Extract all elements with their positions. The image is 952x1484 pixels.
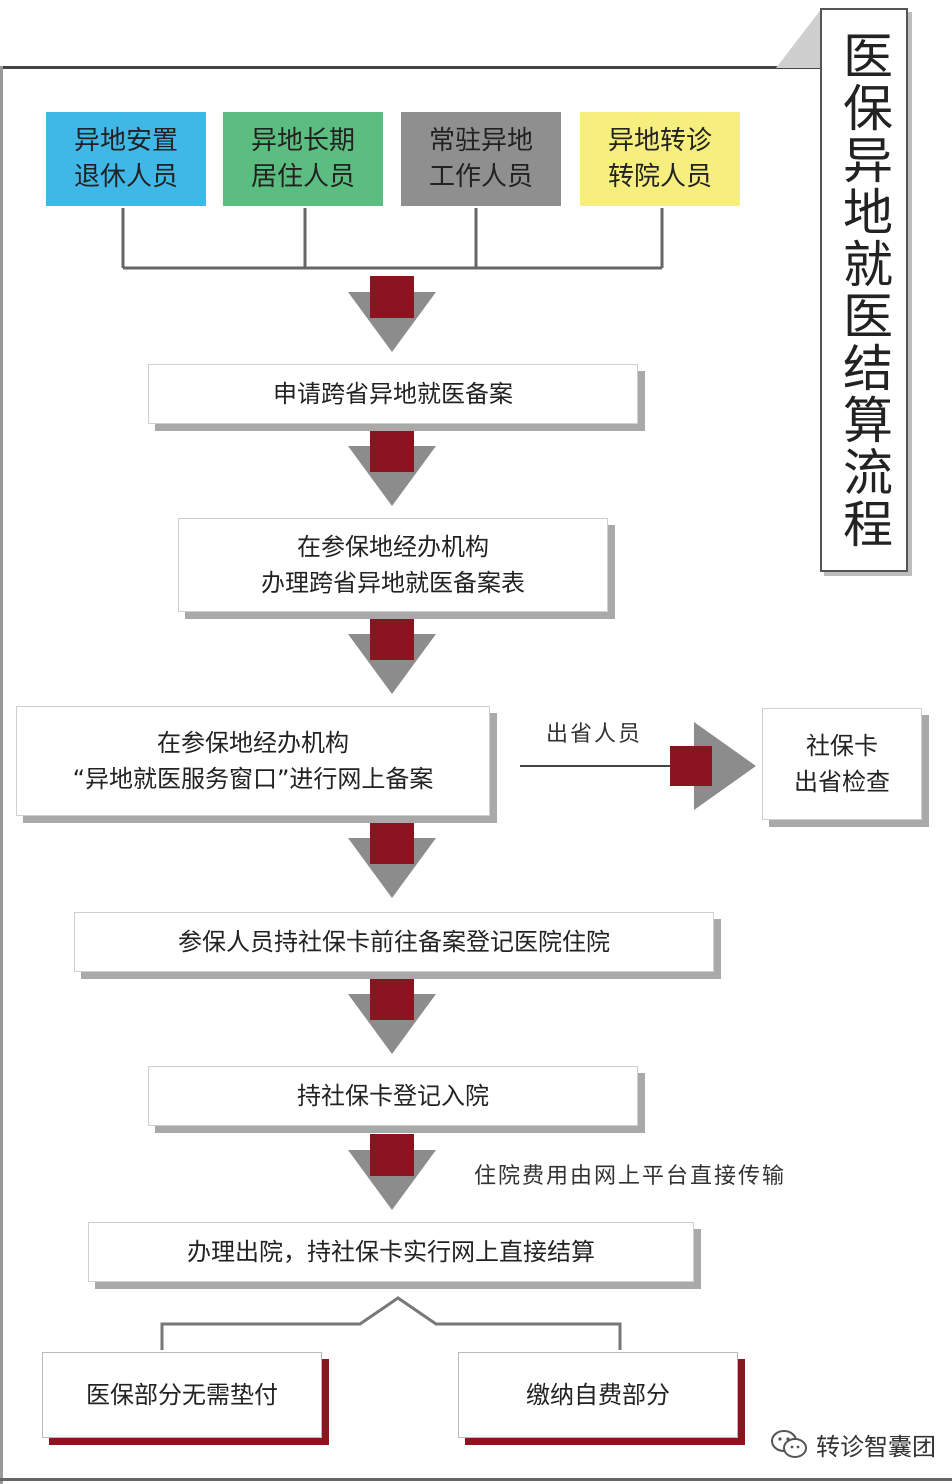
category-label: 常驻异地 工作人员 [428,126,533,192]
outcome-label: 缴纳自费部分 [526,1381,670,1409]
category-box-resident-worker: 常驻异地 工作人员 [401,112,561,206]
outcome-label: 医保部分无需垫付 [86,1381,278,1409]
diagram-title: 医保异地就医结算流程 [835,30,893,550]
step-go-to-hospital: 参保人员持社保卡前往备案登记医院住院 [74,912,714,972]
side-branch-arrow [670,722,756,810]
down-arrow [348,618,436,694]
step-label: 申请跨省异地就医备案 [273,380,513,408]
card-check-label: 社保卡 出省检查 [794,732,890,796]
frame-left-line [0,66,3,1484]
down-arrow [348,1134,436,1210]
category-label: 异地转诊 转院人员 [607,126,712,192]
frame-bottom-line [0,1478,952,1481]
down-arrow [348,978,436,1054]
down-arrow [348,276,436,352]
title-tab-decoration [776,8,822,68]
step-label: 参保人员持社保卡前往备案登记医院住院 [178,928,610,956]
card-check-box: 社保卡 出省检查 [762,708,922,820]
outcome-self-pay: 缴纳自费部分 [458,1352,738,1438]
step-label: 在参保地经办机构 办理跨省异地就医备案表 [261,533,525,597]
down-arrow [348,430,436,506]
step-admission: 持社保卡登记入院 [148,1066,638,1126]
category-label: 异地安置 退休人员 [73,126,178,192]
step-online-filing: 在参保地经办机构 “异地就医服务窗口”进行网上备案 [16,706,490,816]
frame-top-line [0,66,820,69]
step-label: 在参保地经办机构 “异地就医服务窗口”进行网上备案 [72,729,434,793]
step-label: 持社保卡登记入院 [297,1082,489,1110]
category-box-transfer-patient: 异地转诊 转院人员 [580,112,740,206]
outcome-split-bracket [160,1296,622,1350]
category-box-long-term-resident: 异地长期 居住人员 [223,112,383,206]
title-box: 医保异地就医结算流程 [820,8,908,572]
step-label: 办理出院，持社保卡实行网上直接结算 [187,1238,595,1266]
step-filing-form: 在参保地经办机构 办理跨省异地就医备案表 [178,518,608,612]
wechat-icon [771,1430,807,1458]
side-branch-label: 出省人员 [546,722,643,747]
down-arrow [348,822,436,898]
watermark-text: 转诊智囊团 [816,1432,936,1461]
step-discharge-settlement: 办理出院，持社保卡实行网上直接结算 [88,1222,694,1282]
category-bracket [121,208,664,270]
transfer-note: 住院费用由网上平台直接传输 [474,1164,787,1189]
outcome-no-advance-payment: 医保部分无需垫付 [42,1352,322,1438]
watermark: 转诊智囊团 [770,1424,936,1464]
category-box-retired: 异地安置 退休人员 [46,112,206,206]
category-label: 异地长期 居住人员 [250,126,355,192]
step-apply-filing: 申请跨省异地就医备案 [148,364,638,424]
